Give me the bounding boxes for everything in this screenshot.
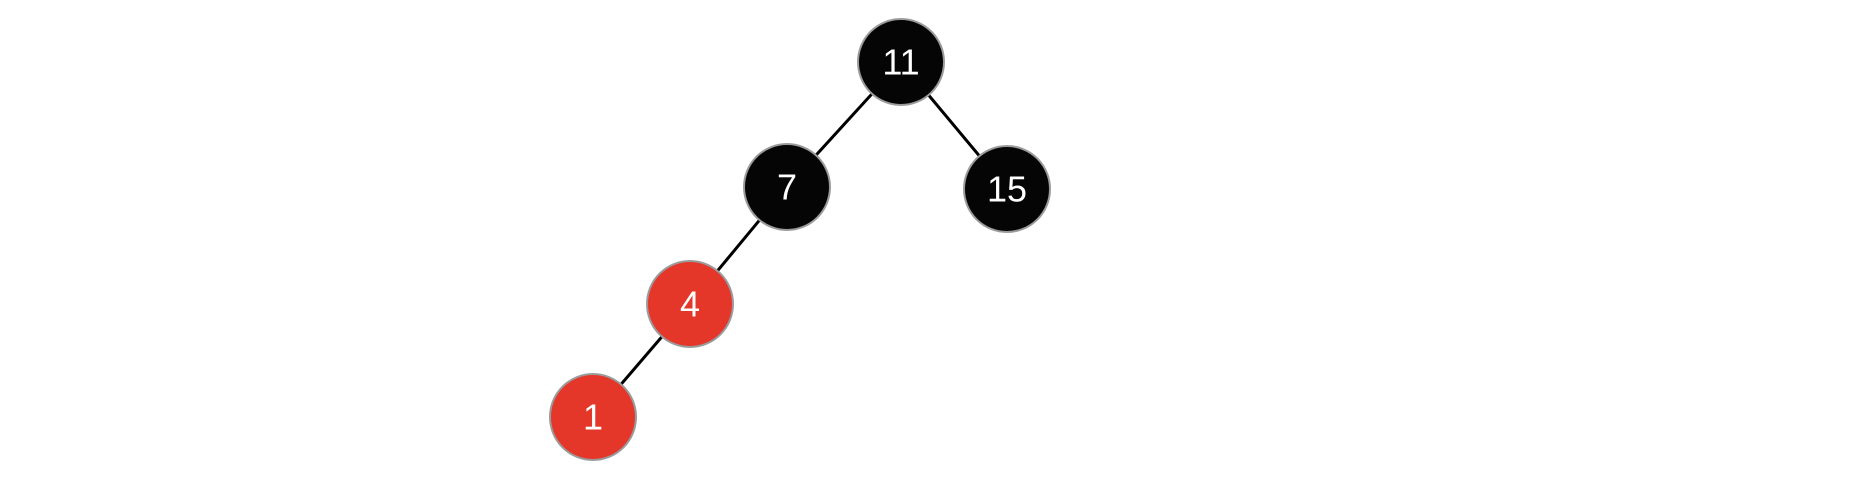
node-circle-15 xyxy=(963,145,1051,233)
node-layer: 11 7 15 41 xyxy=(549,18,1051,461)
tree-node-4[interactable]: 4 xyxy=(646,260,734,348)
node-circle-7 xyxy=(743,143,831,231)
edge-layer xyxy=(591,60,1009,418)
node-circle-11 xyxy=(857,18,945,106)
tree-node-7[interactable]: 7 xyxy=(743,143,831,231)
tree-node-11[interactable]: 11 xyxy=(857,18,945,106)
node-circle-1 xyxy=(549,373,637,461)
tree-node-1[interactable]: 1 xyxy=(549,373,637,461)
node-circle-4 xyxy=(646,260,734,348)
tree-node-15[interactable]: 15 xyxy=(963,145,1051,233)
